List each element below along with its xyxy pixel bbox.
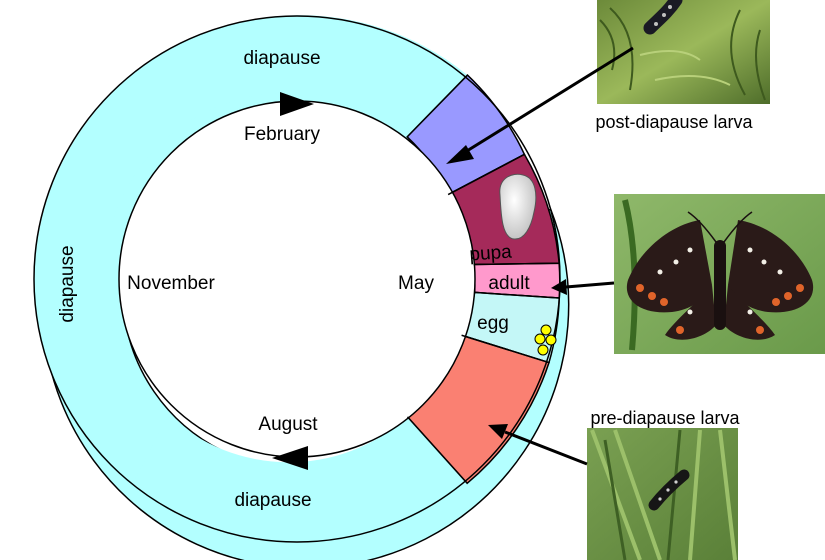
adult-label: adult: [488, 273, 530, 294]
post-diapause-larva-caption: post-diapause larva: [595, 112, 753, 132]
egg-label: egg: [477, 313, 509, 334]
month-label-february: February: [244, 124, 321, 145]
post-diapause-larva-photo: [597, 0, 770, 104]
pre-diapause-larva-caption: pre-diapause larva: [590, 408, 740, 428]
month-label-november: November: [127, 273, 215, 294]
diapause-label-top: diapause: [243, 48, 320, 69]
month-label-august: August: [258, 414, 318, 435]
pre-diapause-larva-photo: [587, 428, 738, 560]
diapause-label-left: diapause: [57, 245, 78, 322]
adult-butterfly-photo: [614, 194, 825, 354]
diapause-label-bottom: diapause: [234, 490, 311, 511]
pupa-label: pupa: [469, 242, 513, 266]
month-label-may: May: [398, 273, 434, 294]
